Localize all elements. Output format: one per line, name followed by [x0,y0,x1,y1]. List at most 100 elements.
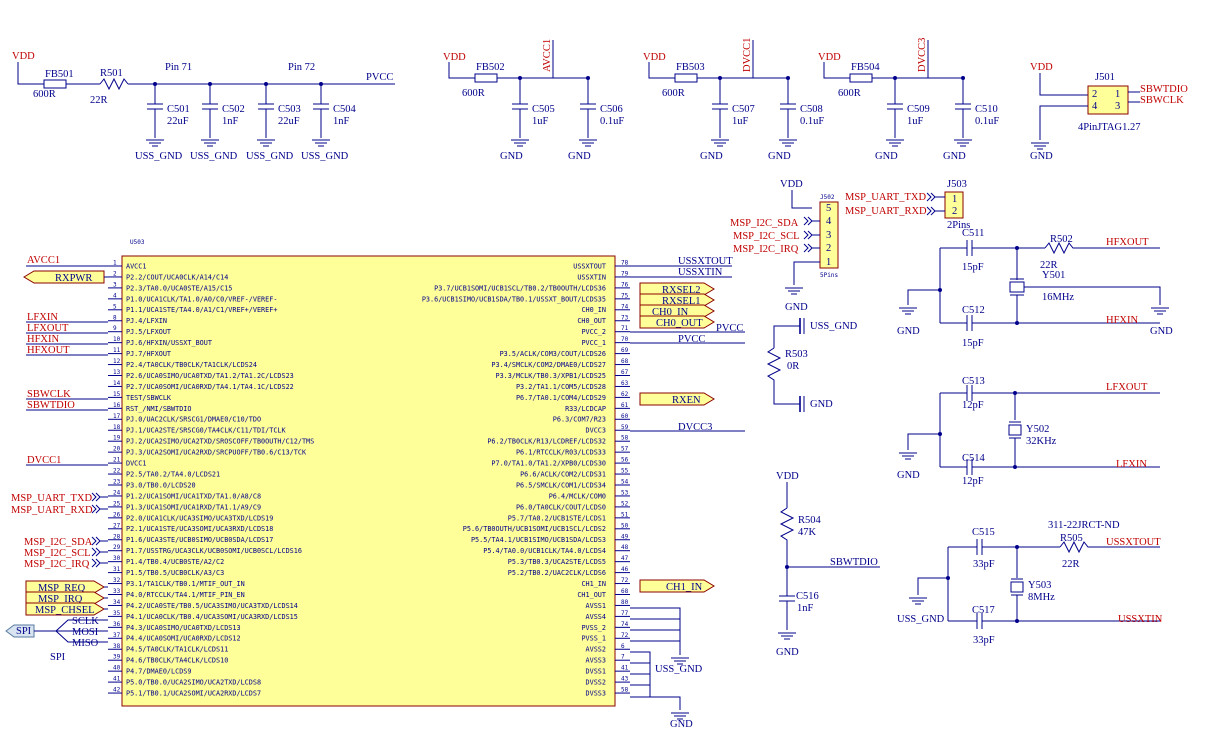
pin-number: 76 [621,281,629,288]
pin-number: 5 [113,303,117,310]
r504-ref: R504 [798,515,822,526]
pin-name: P3.3/MCLK/TB0.3/XPB1/LCDS25 [496,372,607,380]
j501-name: 4PinJTAG1.27 [1078,122,1140,133]
pin-name: AVSS2 [586,646,606,654]
net-uart-txd: MSP_UART_TXD [11,493,92,504]
pin-number: 41 [113,676,121,683]
pin-number: 51 [621,511,629,518]
capacitor-c503-value: 22uF [278,116,300,127]
pin-name: P1.3/UCA1SOMI/UCA1RXD/TA1.1/A9/C9 [126,503,261,511]
capacitor-c508-ref: C508 [800,104,823,115]
pin-number: 34 [113,599,121,606]
capacitor-c507-ref: C507 [732,104,755,115]
c515-value: 33pF [973,559,995,570]
pin-name: P1.4/TB0.4/UCB0STE/A2/C2 [126,558,224,566]
pin-name: DVCC3 [586,427,606,435]
spi-label: SPI [50,652,66,663]
net-miso: MISO [72,638,99,649]
pin-name: P1.7/USSTRG/UCA3CLK/UCB0SOMI/UCB0SCL/LCD… [126,547,302,555]
r503-value: 0R [787,361,799,372]
fb502-ref: FB502 [476,62,505,73]
net-ch0-in: CH0_IN [652,307,689,318]
net-i2c-irq-left: MSP_I2C_IRQ [24,559,90,570]
pin-name: P4.0/RTCCLK/TA4.1/MTIF_PIN_EN [126,591,245,599]
mcu-right-pin: 6 AVSS2 [586,643,630,654]
capacitor-c502-ref: C502 [222,104,245,115]
net-i2c-scl-left: MSP_I2C_SCL [24,548,91,559]
capacitor-c506-value: 0.1uF [600,116,624,127]
pin-name: P5.3/TB0.3/UCA2STE/LCDS5 [508,558,606,566]
pin-number: 4 [113,292,117,299]
j501-ref: J501 [1095,72,1115,83]
pin-number: 61 [621,402,629,409]
pin-number: 21 [113,457,121,464]
pin-name: P4.1/UCA0CLK/TB0.4/UCA3SOMI/UCA3RXD/LCDS… [126,613,298,621]
pin-name: DVSS3 [586,689,606,697]
c516-ref: C516 [796,591,819,602]
pin-number: 17 [113,413,121,420]
net-lfxin-left: LFXIN [27,312,58,323]
dvcc3-net-top: DVCC3 [917,38,928,72]
pin-number: 6 [621,643,625,650]
pin-number: 72 [621,577,629,584]
capacitor-c508-gnd: GND [768,151,791,162]
r505-ref: R505 [1060,533,1083,544]
pin-number: 78 [621,260,629,267]
capacitor-c509-gnd: GND [875,151,898,162]
j503-name: 2Pins [947,220,970,231]
j502-pin4: 4 [826,216,832,227]
pin-number: 69 [621,347,629,354]
j503-pin1: 1 [952,194,957,205]
pin-number: 26 [113,511,121,518]
j502-pin3: 3 [826,230,831,241]
gnd-y501: GND [1150,326,1173,337]
net-dvcc1-left: DVCC1 [27,455,61,466]
pin-number: 67 [621,369,629,376]
pin71-label: Pin 71 [165,62,192,73]
pin-name: P2.5/TA0.2/TA4.0/LCDS21 [126,470,220,478]
r501-value: 22R [90,95,108,106]
pin-number: 50 [621,522,629,529]
pin-name: AVSS1 [586,602,606,610]
pin-name: CH1_IN [581,580,606,588]
net-avcc1-left: AVCC1 [27,255,60,266]
vdd-label-4: VDD [818,52,841,63]
pin-number: 30 [113,555,121,562]
fb503-ref: FB503 [676,62,705,73]
pin-name: P6.0/TA0CLK/COUT/LCDS0 [516,503,606,511]
y502-lfxout: LFXOUT [1106,382,1148,393]
c515-ref: C515 [972,527,995,538]
capacitor-c509-ref: C509 [907,104,930,115]
pin-name: P5.4/TA0.0/UCB1CLK/TA4.0/LCDS4 [483,547,606,555]
pin-number: 20 [113,446,121,453]
net-rxen: RXEN [672,395,701,406]
pin-name: P4.7/DMAE0/LCDS9 [126,668,191,676]
uss-gnd-y503: USS_GND [897,614,945,625]
